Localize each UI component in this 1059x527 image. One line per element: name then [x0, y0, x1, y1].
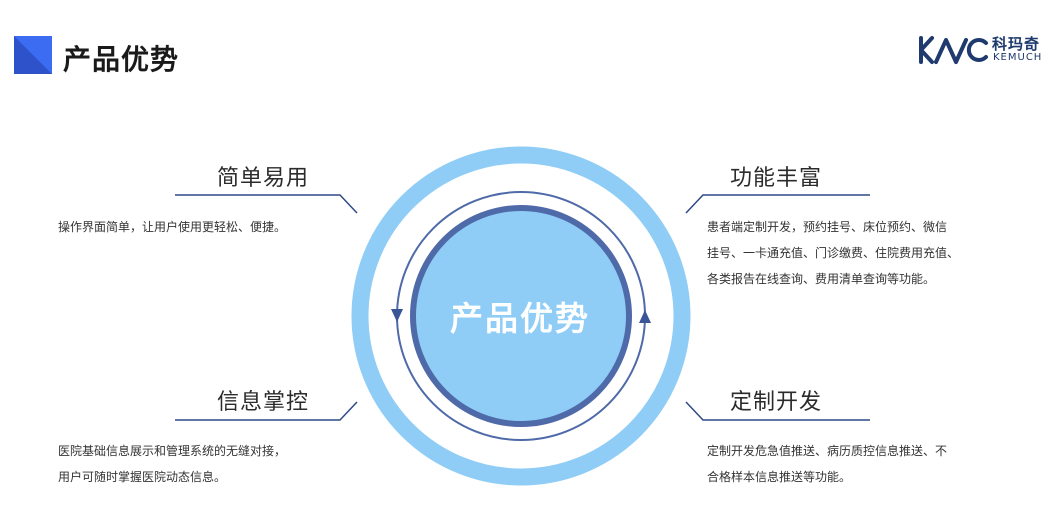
kemuch-logo-icon [919, 36, 988, 64]
desc-line: 患者端定制开发，预约挂号、床位预约、微信 [707, 220, 948, 234]
heading-info-control: 信息掌控 [217, 390, 310, 415]
connector-top-right [685, 194, 870, 214]
logo-cn-text: 科玛奇 [992, 35, 1041, 53]
heading-easy-to-use: 简单易用 [217, 166, 310, 191]
page-title: 产品优势 [63, 43, 180, 76]
desc-line: 定制开发危急值推送、病历质控信息推送、不 [707, 444, 948, 458]
desc-line: 挂号、一卡通充值、门诊缴费、住院费用充值、 [707, 246, 960, 260]
desc-line: 医院基础信息展示和管理系统的无缝对接， [58, 444, 287, 458]
inner-circle [410, 205, 632, 427]
outer-ring [351, 146, 691, 486]
connector-bottom-left [175, 401, 358, 421]
heading-rich-features: 功能丰富 [730, 166, 823, 191]
logo-en-text: KEMUCH [993, 52, 1043, 63]
desc-easy-to-use: 操作界面简单，让用户使用更轻松、便捷。 [58, 214, 286, 240]
desc-rich-features: 患者端定制开发，预约挂号、床位预约、微信 挂号、一卡通充值、门诊缴费、住院费用充… [707, 214, 959, 292]
desc-info-control: 医院基础信息展示和管理系统的无缝对接， 用户可随时掌握医院动态信息。 [58, 438, 286, 490]
desc-line: 操作界面简单，让用户使用更轻松、便捷。 [58, 220, 287, 234]
center-label: 产品优势 [450, 299, 590, 338]
desc-line: 用户可随时掌握医院动态信息。 [58, 470, 227, 484]
desc-custom-dev: 定制开发危急值推送、病历质控信息推送、不 合格样本信息推送等功能。 [707, 438, 947, 490]
connector-bottom-right [685, 401, 870, 421]
title-accent-icon [14, 36, 52, 74]
heading-custom-dev: 定制开发 [730, 390, 823, 415]
arrow-down-icon [391, 309, 403, 322]
arrow-up-icon [639, 310, 651, 323]
desc-line: 各类报告在线查询、费用清单查询等功能。 [707, 272, 936, 286]
desc-line: 合格样本信息推送等功能。 [707, 470, 852, 484]
connector-top-left [175, 194, 358, 214]
